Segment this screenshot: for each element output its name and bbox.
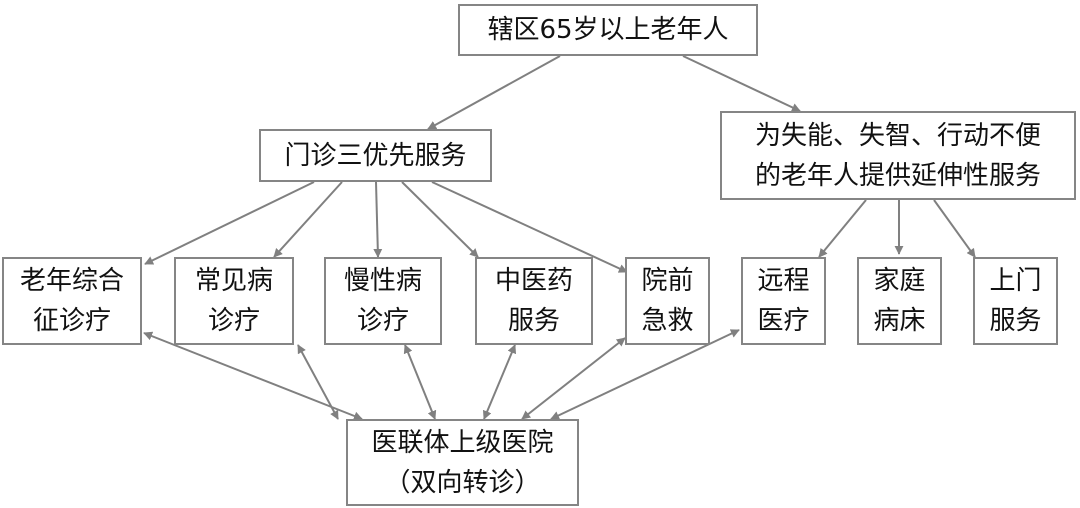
edge-outpatient-to-chronic-arrow — [373, 181, 383, 258]
node-common-disease: 常见病 诊疗 — [174, 257, 294, 345]
node-outpatient-priority-services: 门诊三优先服务 — [259, 129, 492, 182]
node-label-line2: 诊疗 — [207, 306, 260, 336]
node-label-line2: （双向转诊） — [384, 467, 541, 498]
edge-extended-to-remote-arrow — [818, 199, 867, 258]
edge-outpatient-to-tcm-arrow — [401, 181, 479, 258]
node-label-line1: 为失能、失智、行动不便 — [754, 120, 1041, 151]
edge-hospital-to-common-bidirectional-arrow — [297, 344, 339, 420]
node-label: 辖区65岁以上老年人 — [487, 15, 729, 45]
node-upper-level-hospital: 医联体上级医院 （双向转诊） — [346, 419, 579, 506]
edge-hospital-to-prehospital-bidirectional-arrow — [521, 337, 626, 420]
node-prehospital-emergency: 院前 急救 — [625, 257, 710, 345]
edge-root-to-extended-arrow — [682, 55, 801, 112]
node-chronic-disease: 慢性病 诊疗 — [324, 257, 442, 345]
node-label: 门诊三优先服务 — [284, 140, 467, 171]
node-root-elderly-65-plus: 辖区65岁以上老年人 — [458, 4, 758, 56]
edge-hospital-to-geriatric-bidirectional-arrow — [143, 331, 363, 421]
node-label-line2: 诊疗 — [356, 306, 409, 336]
node-label-line2: 医疗 — [757, 306, 810, 336]
node-label-line1: 医联体上级医院 — [371, 427, 554, 458]
edge-root-to-outpatient-arrow — [427, 55, 561, 130]
node-label-line2: 服务 — [989, 306, 1042, 336]
node-label-line2: 病床 — [873, 306, 926, 336]
node-label-line1: 院前 — [641, 266, 694, 296]
node-label-line1: 常见病 — [194, 266, 273, 296]
node-label-line2: 服务 — [507, 306, 560, 336]
node-label-line2: 征诊疗 — [32, 306, 111, 336]
edge-outpatient-to-common-arrow — [273, 181, 343, 258]
node-remote-medical: 远程 医疗 — [741, 257, 826, 345]
node-geriatric-syndrome: 老年综合 征诊疗 — [2, 257, 142, 345]
edge-hospital-to-tcm-bidirectional-arrow — [482, 344, 517, 420]
node-label-line1: 家庭 — [873, 266, 926, 296]
node-label-line2: 急救 — [641, 306, 694, 336]
node-label-line1: 上门 — [989, 266, 1042, 296]
node-label-line1: 中医药 — [494, 266, 573, 296]
node-label-line1: 远程 — [757, 266, 810, 296]
edge-outpatient-to-prehospital-arrow — [431, 181, 628, 273]
edge-hospital-to-chronic-bidirectional-arrow — [403, 344, 437, 420]
node-doorstep-service: 上门 服务 — [973, 257, 1058, 345]
edge-extended-to-doorstep-arrow — [933, 199, 976, 258]
node-label-line1: 慢性病 — [343, 266, 422, 296]
node-label-line1: 老年综合 — [19, 266, 124, 296]
node-tcm-services: 中医药 服务 — [475, 257, 593, 345]
node-label-line2: 的老年人提供延伸性服务 — [754, 160, 1041, 191]
node-home-bed: 家庭 病床 — [857, 257, 942, 345]
node-extended-services: 为失能、失智、行动不便 的老年人提供延伸性服务 — [720, 111, 1076, 200]
edge-outpatient-to-geriatric-arrow — [144, 181, 315, 265]
